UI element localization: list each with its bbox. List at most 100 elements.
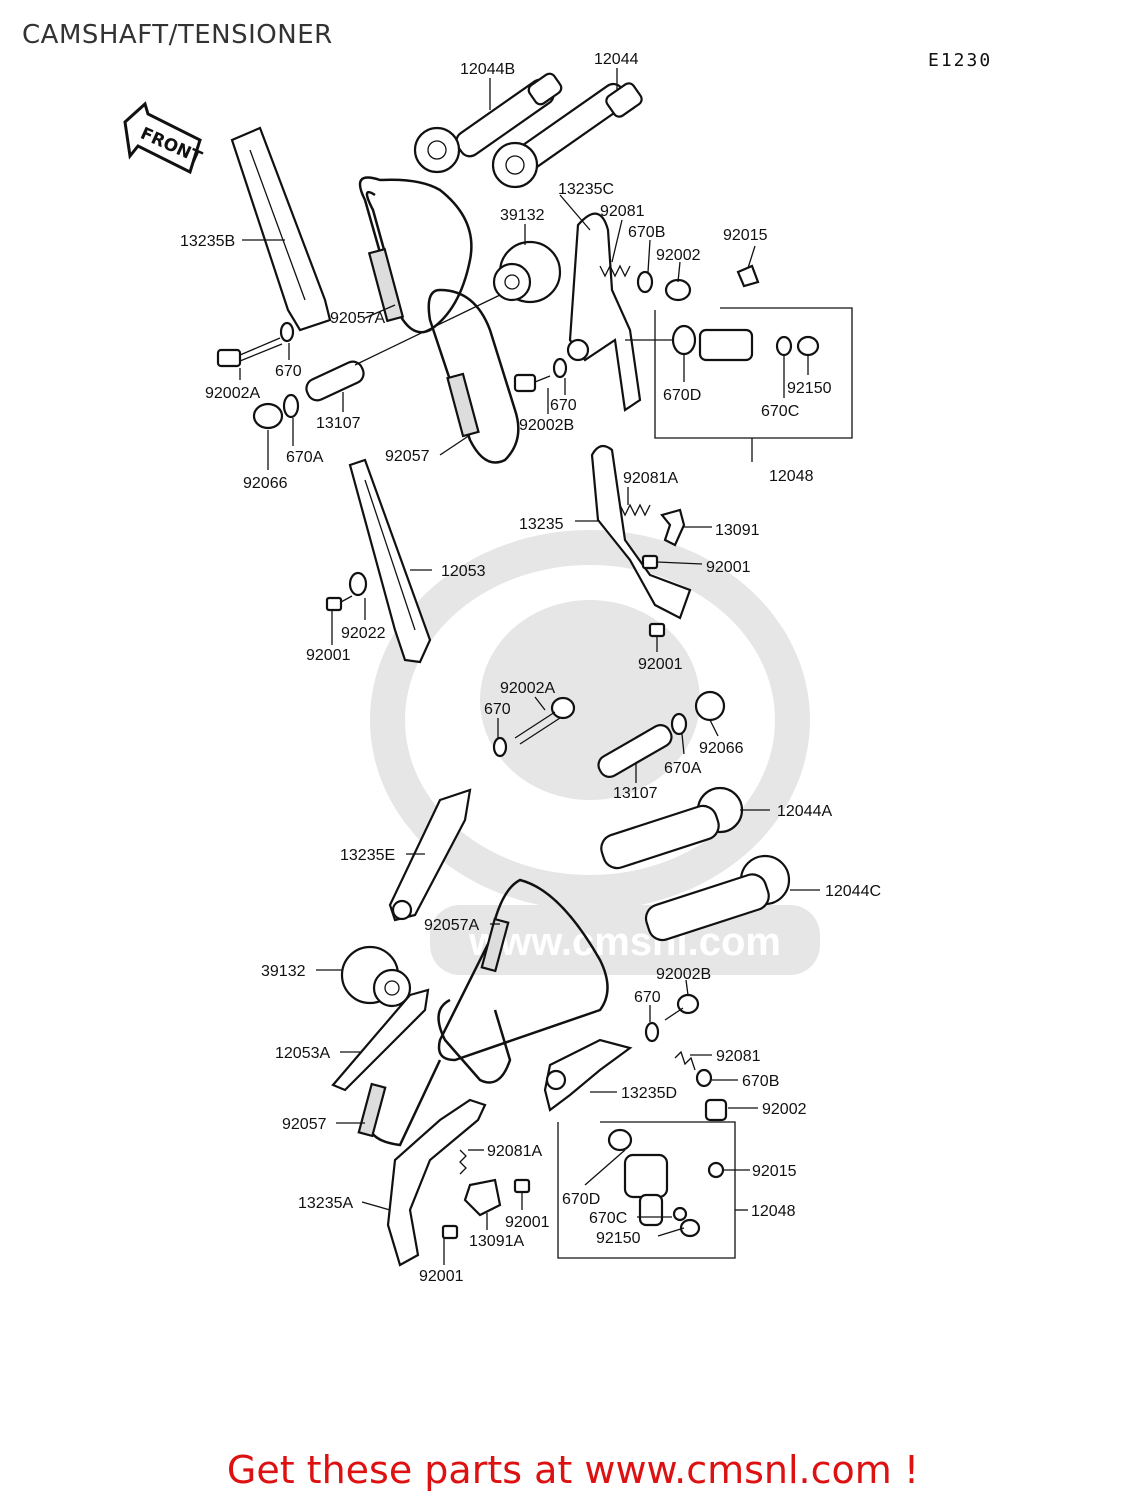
label-670-bottom2: 670: [634, 989, 661, 1006]
label-670c-top: 670C: [761, 403, 799, 420]
camshaft-12044: [491, 82, 643, 189]
shaft-13107-bottom: [597, 724, 673, 778]
bolt-92002b-top: [513, 357, 568, 393]
label-92001-r1: 92001: [706, 559, 751, 576]
leader-lines: [239, 68, 820, 1265]
spring-92081-bottom: [674, 1050, 696, 1071]
label-92002-bottom: 92002: [762, 1101, 807, 1118]
label-12044a: 12044A: [777, 803, 832, 820]
bolt-92001-b2: [441, 1224, 459, 1240]
bolt-92001-r2: [648, 622, 666, 638]
label-13107-bottom: 13107: [613, 785, 658, 802]
part-labels: 12044B 12044 13235B 13235C 39132 92081 6…: [180, 51, 881, 1285]
spring-92081-top: [599, 264, 631, 278]
label-13235c: 13235C: [558, 181, 614, 198]
label-92022: 92022: [341, 625, 386, 642]
footer-link[interactable]: Get these parts at www.cmsnl.com !: [226, 1448, 920, 1492]
label-92002b-top: 92002B: [519, 417, 574, 434]
label-92002-top: 92002: [656, 247, 701, 264]
chain-guide-12053: [348, 458, 432, 664]
label-12053a: 12053A: [275, 1045, 330, 1062]
cam-chain-lower: [427, 288, 520, 464]
oring-670b-top: [636, 270, 654, 294]
bolt-92001-left: [325, 595, 353, 612]
tensioner-lever-13235a: [386, 1098, 487, 1267]
bolt-92002b-bottom: [664, 993, 700, 1021]
label-39132-bottom: 39132: [261, 963, 306, 980]
oring-670a-bottom: [670, 712, 688, 736]
label-92001-r2: 92001: [638, 656, 683, 673]
label-670-bottom: 670: [484, 701, 511, 718]
label-13235d: 13235D: [621, 1085, 677, 1102]
label-670-top: 670: [275, 363, 302, 380]
label-670c-bottom: 670C: [589, 1210, 627, 1227]
camshaft-12044c: [644, 854, 791, 942]
front-arrow: FRONT: [123, 101, 205, 175]
label-92001-b1: 92001: [505, 1214, 550, 1231]
label-92081-top: 92081: [600, 203, 645, 220]
diagram-code: E1230: [928, 50, 993, 71]
cap-92015-top: [736, 264, 760, 288]
label-12044c: 12044C: [825, 883, 881, 900]
bolt-92002-bottom: [704, 1098, 728, 1122]
label-12048-bottom: 12048: [751, 1203, 796, 1220]
camshaft-12044a: [600, 786, 744, 870]
label-39132-top: 39132: [500, 207, 545, 224]
label-13235b: 13235B: [180, 233, 235, 250]
label-12048-top: 12048: [769, 468, 814, 485]
label-13091: 13091: [715, 522, 760, 539]
label-92057a-top: 92057A: [330, 310, 385, 327]
tensioner-lever-13235: [590, 444, 692, 620]
label-12044b: 12044B: [460, 61, 515, 78]
label-92002a-bottom: 92002A: [500, 680, 555, 697]
page-title: CAMSHAFT/TENSIONER: [22, 20, 333, 50]
label-670d-top: 670D: [663, 387, 701, 404]
spring-92081a-bottom: [459, 1149, 467, 1175]
watermark-text: www.cmsnl.com: [468, 920, 781, 964]
washer-92022: [348, 571, 368, 597]
label-92001-l: 92001: [306, 647, 351, 664]
label-670-mid: 670: [550, 397, 577, 414]
oring-670b-bottom: [695, 1068, 713, 1088]
label-670a-top: 670A: [286, 449, 324, 466]
chain-guide-13235e: [388, 788, 472, 922]
tensioner-lever-13235c: [566, 212, 642, 412]
bolt-92002a-bottom: [514, 696, 576, 745]
label-92066-top: 92066: [243, 475, 288, 492]
cam-chain-bottom: [437, 878, 609, 1062]
bracket-13091: [660, 508, 686, 547]
label-92001-b2: 92001: [419, 1268, 464, 1285]
label-13091a: 13091A: [469, 1233, 524, 1250]
label-13235a: 13235A: [298, 1195, 353, 1212]
label-92002b-bottom: 92002B: [656, 966, 711, 983]
shaft-13107-top: [305, 294, 501, 402]
tensioner-assy-12048-bottom: [557, 1121, 736, 1259]
label-92150-top: 92150: [787, 380, 832, 397]
camshaft-12044b: [413, 72, 563, 174]
cap-92066-top: [252, 393, 300, 430]
tensioner-assy-12048-top: [625, 307, 853, 439]
label-92081-bottom: 92081: [716, 1048, 761, 1065]
label-92015-top: 92015: [723, 227, 768, 244]
label-92081a-bottom: 92081A: [487, 1143, 542, 1160]
label-92150-bottom: 92150: [596, 1230, 641, 1247]
bolt-92001-r1: [641, 554, 659, 570]
bracket-13091a: [463, 1178, 502, 1217]
spring-92081a-top: [619, 503, 651, 517]
bolt-92002-top: [664, 278, 692, 302]
chain-guide-12053a: [331, 988, 430, 1092]
label-670a-bottom: 670A: [664, 760, 702, 777]
label-92057a-bottom: 92057A: [424, 917, 479, 934]
sprocket-39132-top: [492, 240, 562, 304]
label-670d-bottom: 670D: [562, 1191, 600, 1208]
chain-guide-13235b: [230, 126, 332, 332]
sprocket-39132-bottom: [340, 945, 412, 1008]
label-670b-bottom: 670B: [742, 1073, 779, 1090]
tensioner-lever-13235d: [543, 1038, 633, 1112]
cam-chain-top: [358, 176, 473, 334]
bolt-92002a-top: [216, 321, 295, 368]
label-13235: 13235: [519, 516, 564, 533]
washer-670-bottom: [492, 736, 508, 758]
label-92002a-top: 92002A: [205, 385, 260, 402]
label-12053: 12053: [441, 563, 486, 580]
